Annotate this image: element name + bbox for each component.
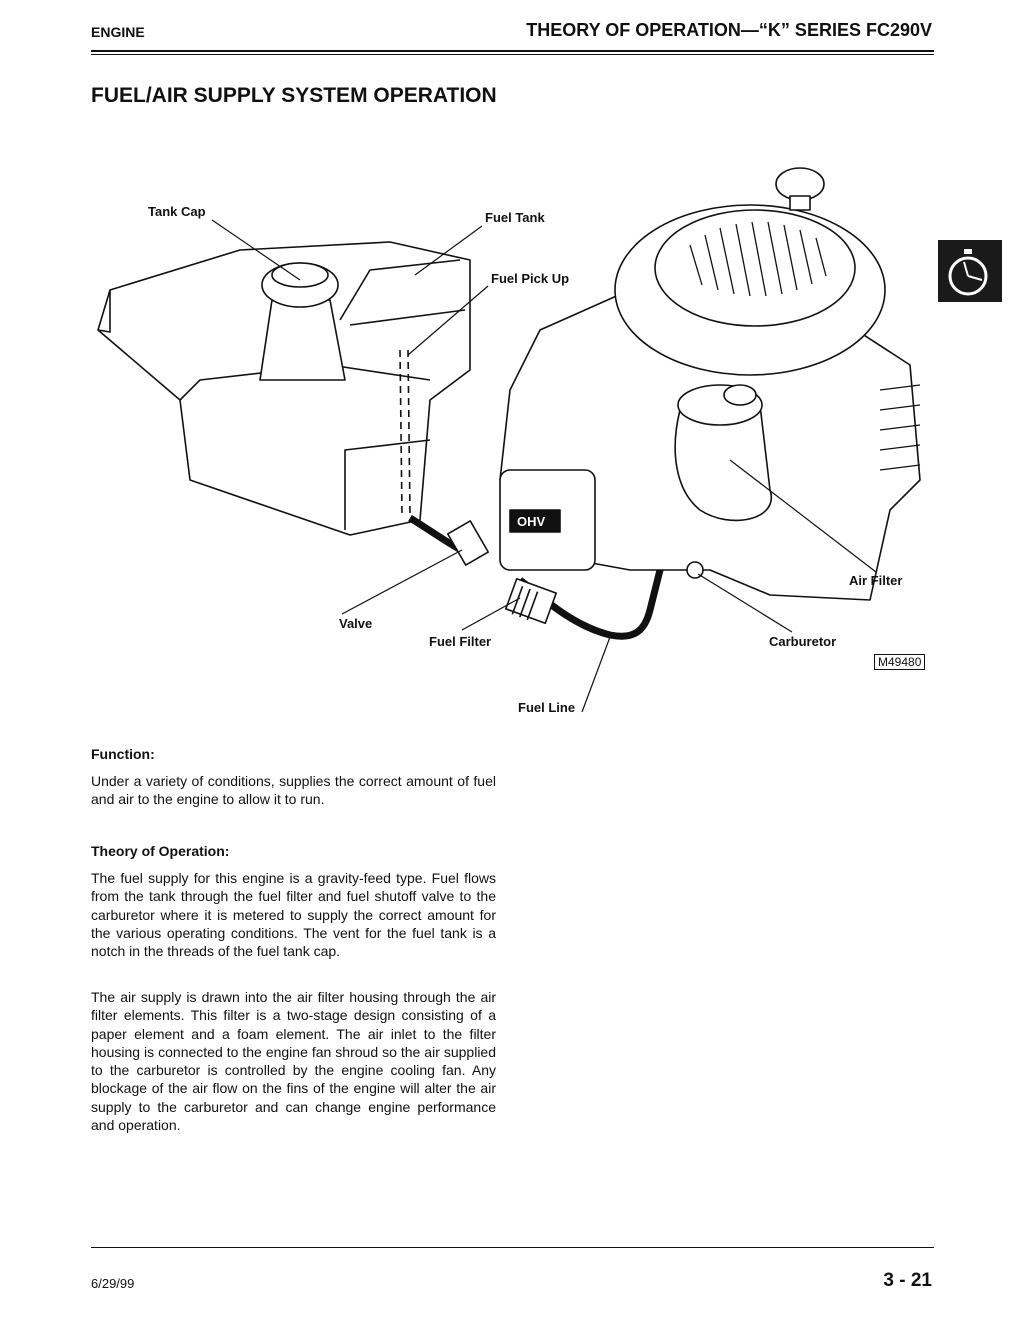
footer-date: 6/29/99 [91, 1276, 135, 1291]
filler-neck-shape [259, 299, 346, 381]
fuel-filter-shape [504, 577, 558, 625]
theory-paragraph-1: The fuel supply for this engine is a gra… [91, 870, 496, 960]
fuel-tank-shape [97, 241, 471, 536]
header-rule [91, 50, 934, 52]
callout-fuel-pick-up: Fuel Pick Up [491, 271, 570, 286]
function-text: Under a variety of conditions, supplies … [91, 773, 496, 808]
callout-fuel-tank: Fuel Tank [485, 210, 545, 225]
header-section: ENGINE [91, 24, 145, 40]
valve-shape [446, 520, 490, 566]
leader-fuel-filter [461, 597, 521, 631]
footer-rule [91, 1247, 934, 1248]
callout-valve: Valve [339, 616, 373, 631]
theory-heading: Theory of Operation: [91, 843, 230, 859]
function-heading: Function: [91, 746, 155, 762]
callout-fuel-line: Fuel Line [518, 700, 576, 715]
leader-valve [341, 549, 463, 615]
leader-fuel-pick-up [407, 285, 489, 356]
ohv-badge: OHV [517, 514, 546, 529]
air-filter-shape [674, 404, 773, 522]
callout-carburetor: Carburetor [769, 634, 837, 649]
figure-id: M49480 [874, 654, 926, 670]
leader-fuel-line [581, 636, 611, 713]
callout-air-filter: Air Filter [849, 573, 903, 588]
header-rule-thin [91, 54, 934, 55]
theory-paragraph-2: The air supply is drawn into the air fil… [91, 989, 496, 1134]
callout-fuel-filter: Fuel Filter [429, 634, 492, 649]
header-chapter: THEORY OF OPERATION—“K” SERIES FC290V [526, 20, 932, 40]
leader-tank-cap [211, 219, 301, 281]
engine-diagram: OHV [97, 167, 921, 713]
engine-illustration: OHV [90, 150, 940, 730]
leader-air-filter [729, 459, 877, 573]
stopwatch-icon [948, 249, 988, 296]
page-number: 3 - 21 [883, 1270, 932, 1291]
leader-fuel-tank [414, 225, 483, 276]
section-tab [938, 240, 1002, 302]
page-title: FUEL/AIR SUPPLY SYSTEM OPERATION [91, 84, 497, 107]
callout-tank-cap: Tank Cap [148, 204, 206, 219]
leader-carburetor [697, 573, 793, 633]
